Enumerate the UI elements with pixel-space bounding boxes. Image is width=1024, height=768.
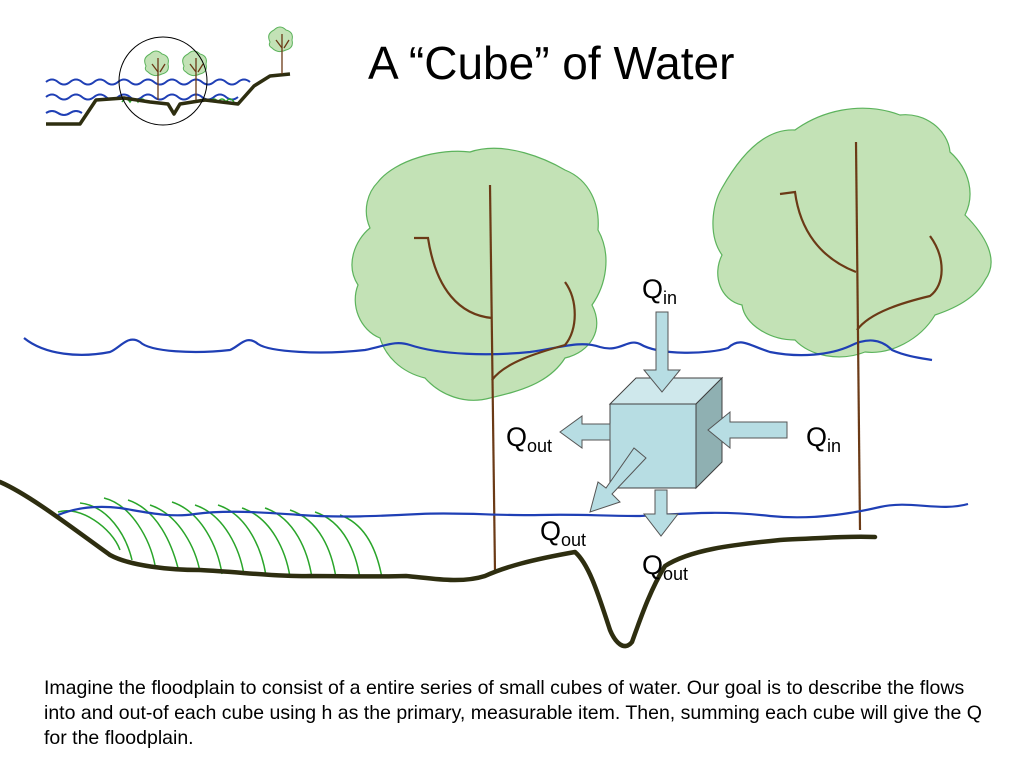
tree-right-canopy [712,107,992,358]
label-q-out-left-main: Q [506,422,528,452]
arrow-q-out-diagonal [589,447,647,513]
arrow-q-in-top [642,311,682,393]
inset-thumbnail [45,26,293,126]
inset-focus-circle [118,36,208,126]
label-q-out-left-sub: out [527,436,553,456]
inset-tree-3 [268,26,293,74]
inset-ground-line [46,72,291,126]
label-q-out-diagonal: Qout [540,516,587,550]
inset-water-lines [45,78,251,116]
grass-patch [57,497,383,579]
water-surface-upper [23,337,933,362]
flow-arrows [559,311,788,537]
label-q-out-diagonal-sub: out [561,530,587,550]
tree-left-canopy [351,147,607,401]
arrow-q-in-right [707,410,788,450]
label-q-out-bottom: Qout [642,550,689,584]
label-q-in-top-sub: in [663,288,678,308]
inset-tree-1 [144,50,169,100]
label-q-in-top-main: Q [642,274,664,304]
caption-text: Imagine the floodplain to consist of a e… [44,677,982,749]
inset-tree-2 [182,50,207,100]
water-surface-lower [57,502,969,519]
arrow-q-out-left [559,415,611,449]
label-q-in-top: Qin [642,274,678,308]
label-q-in-right-main: Q [806,422,828,452]
tree-right-trunk [779,141,943,531]
label-q-out-bottom-main: Q [642,550,664,580]
label-q-out-left: Qout [506,422,553,456]
label-q-out-bottom-sub: out [663,564,689,584]
label-q-out-diagonal-main: Q [540,516,562,546]
ground-profile [0,479,878,649]
label-q-in-right: Qin [806,422,842,456]
label-q-in-right-sub: in [827,436,842,456]
tree-left-trunk [414,184,576,573]
arrow-q-out-bottom [642,489,680,537]
page-title: A “Cube” of Water [368,37,735,89]
